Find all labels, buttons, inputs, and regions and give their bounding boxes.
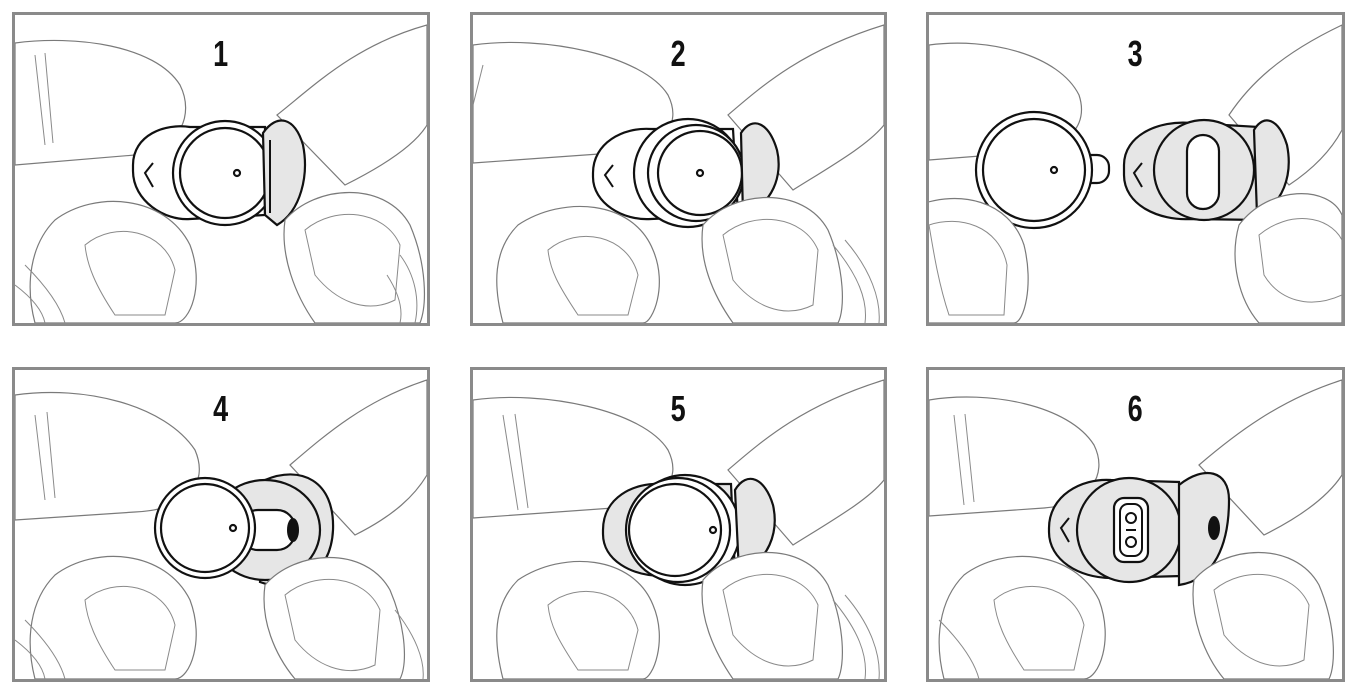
ear-tip-opening — [1185, 133, 1221, 211]
sensor-dot — [708, 525, 718, 535]
thumb-left — [929, 197, 1029, 323]
step-number: 3 — [1127, 33, 1144, 74]
step-4-illustration — [15, 379, 427, 679]
thumb-right — [263, 557, 405, 679]
earbud-face-inner — [178, 126, 272, 220]
earbud-face-inner — [159, 482, 251, 574]
step-panel-4: 4 — [12, 367, 430, 682]
step-6-illustration — [929, 379, 1342, 679]
earbud-face-inner — [627, 482, 723, 578]
sensor-dot — [1049, 165, 1059, 175]
sensor-dot — [695, 168, 705, 178]
step-1-illustration — [15, 24, 427, 323]
step-5-illustration — [473, 379, 884, 679]
step-number: 1 — [213, 33, 229, 74]
upper-right-finger — [276, 24, 427, 186]
thumb-right — [1234, 193, 1342, 323]
step-panel-3: 3 — [926, 12, 1345, 326]
upper-right-finger — [1198, 379, 1342, 536]
ear-tip — [261, 119, 307, 227]
step-panel-2: 2 — [470, 12, 887, 326]
step-number: 5 — [670, 388, 687, 429]
thumb-left — [938, 555, 1106, 679]
step-number: 2 — [670, 33, 687, 74]
step-panel-1: 1 — [12, 12, 430, 326]
ear-tip-opening — [1208, 516, 1220, 540]
step-2-illustration — [473, 24, 884, 323]
step-panel-5: 5 — [470, 367, 887, 682]
step-number: 4 — [213, 388, 229, 429]
thumb-left — [496, 205, 660, 323]
step-number: 6 — [1127, 388, 1144, 429]
sensor-dot — [228, 523, 238, 533]
thumb-right — [701, 552, 843, 679]
step-panel-6: 6 — [926, 367, 1345, 682]
thumb-right — [701, 197, 843, 323]
thumb-left — [496, 560, 660, 679]
nozzle-opening — [287, 518, 299, 542]
step-3-illustration — [929, 24, 1342, 323]
thumb-left — [29, 555, 197, 679]
thumb-left — [29, 200, 197, 323]
earbud-face-inner — [981, 117, 1087, 223]
thumb-right — [1192, 552, 1334, 679]
thumb-right — [283, 192, 425, 323]
sensor-dot — [232, 168, 242, 178]
